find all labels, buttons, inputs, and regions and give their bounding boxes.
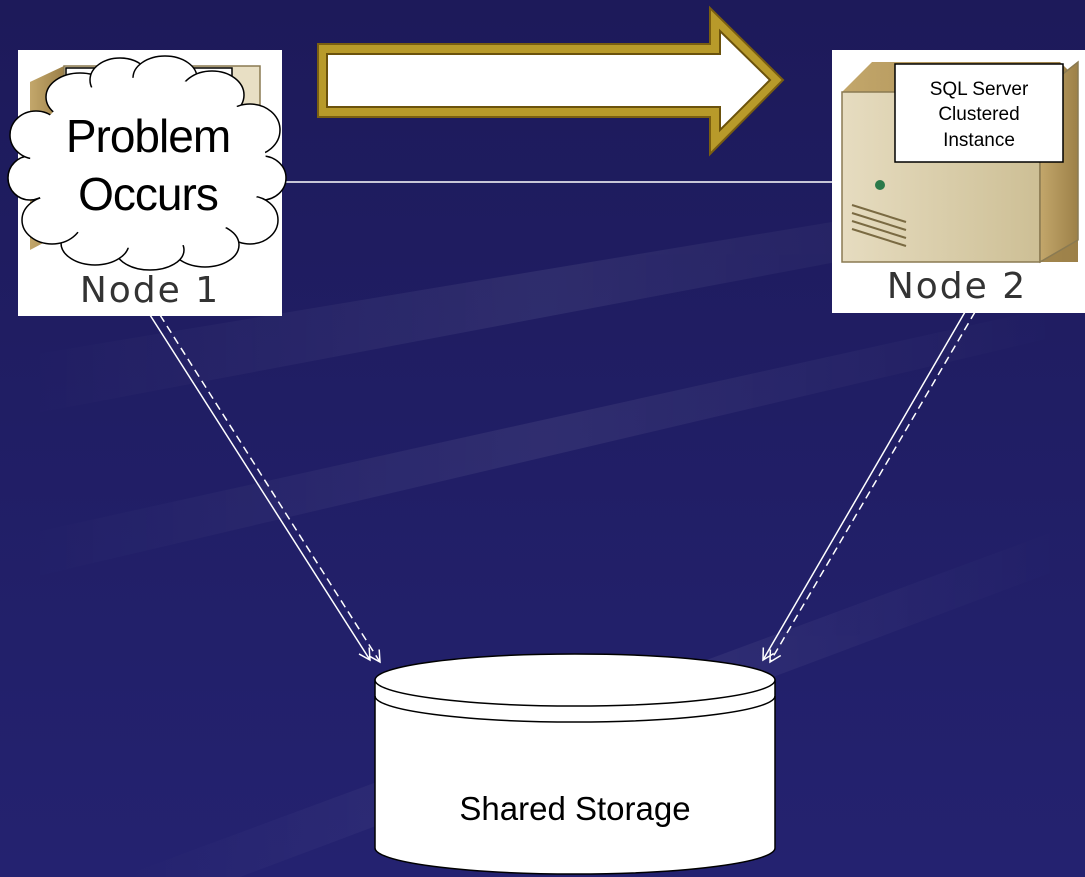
instance-line2: Clustered (938, 104, 1019, 125)
database-cylinder-icon: Shared Storage (374, 653, 776, 875)
node1-storage-connector (149, 314, 381, 664)
instance-line3: Instance (943, 130, 1015, 151)
problem-cloud-line1: Problem (66, 110, 230, 162)
node2-server: SQL Server Clustered Instance Node 2 (832, 50, 1085, 313)
storage-label: Shared Storage (459, 790, 690, 827)
instance-line1: SQL Server (930, 79, 1029, 100)
node2-label: Node 2 (887, 266, 1027, 307)
node2-storage-connector (762, 311, 976, 664)
problem-cloud: Problem Occurs (7, 55, 287, 271)
instance-box (894, 63, 1064, 163)
failover-arrow (317, 5, 785, 157)
problem-cloud-line2: Occurs (78, 168, 218, 220)
node1-label: Node 1 (80, 270, 220, 311)
